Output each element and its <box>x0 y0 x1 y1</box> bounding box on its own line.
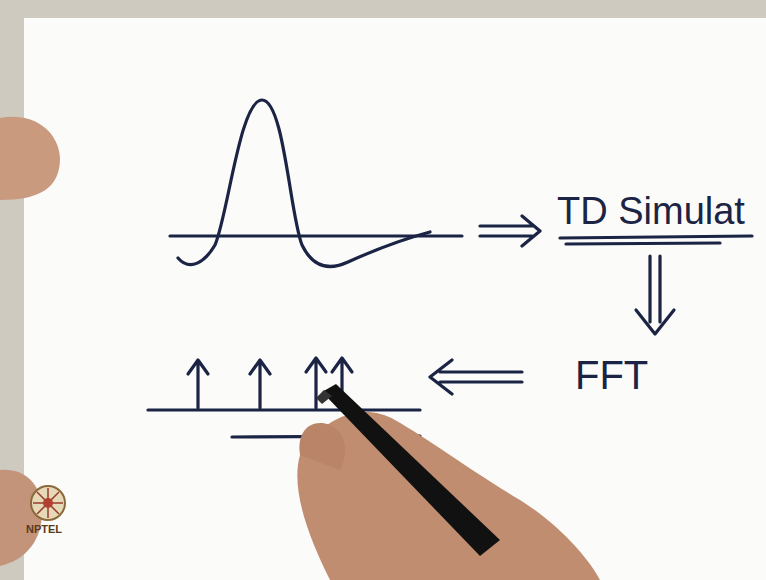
frequency-axis <box>148 408 420 411</box>
pulse-waveform <box>178 100 430 266</box>
marker <box>322 384 500 556</box>
handwritten-label: FFT <box>575 355 648 395</box>
paper-sheet <box>24 18 766 580</box>
logo-text: NPTEL <box>26 524 62 535</box>
finger <box>0 470 42 566</box>
double-arrow-left <box>430 360 522 394</box>
underline <box>560 236 752 238</box>
finger <box>0 117 60 200</box>
finger <box>299 423 345 470</box>
impulse-arrow <box>250 360 270 408</box>
logo <box>31 486 65 520</box>
marker-tip <box>316 390 332 404</box>
logo-centre <box>43 498 53 508</box>
double-arrow-right <box>480 216 540 246</box>
double-arrow-down <box>636 256 674 334</box>
impulse-arrow <box>188 360 208 408</box>
handwritten-label: TD Simulat <box>557 192 745 230</box>
logo-circle <box>31 486 65 520</box>
underline <box>566 243 720 244</box>
